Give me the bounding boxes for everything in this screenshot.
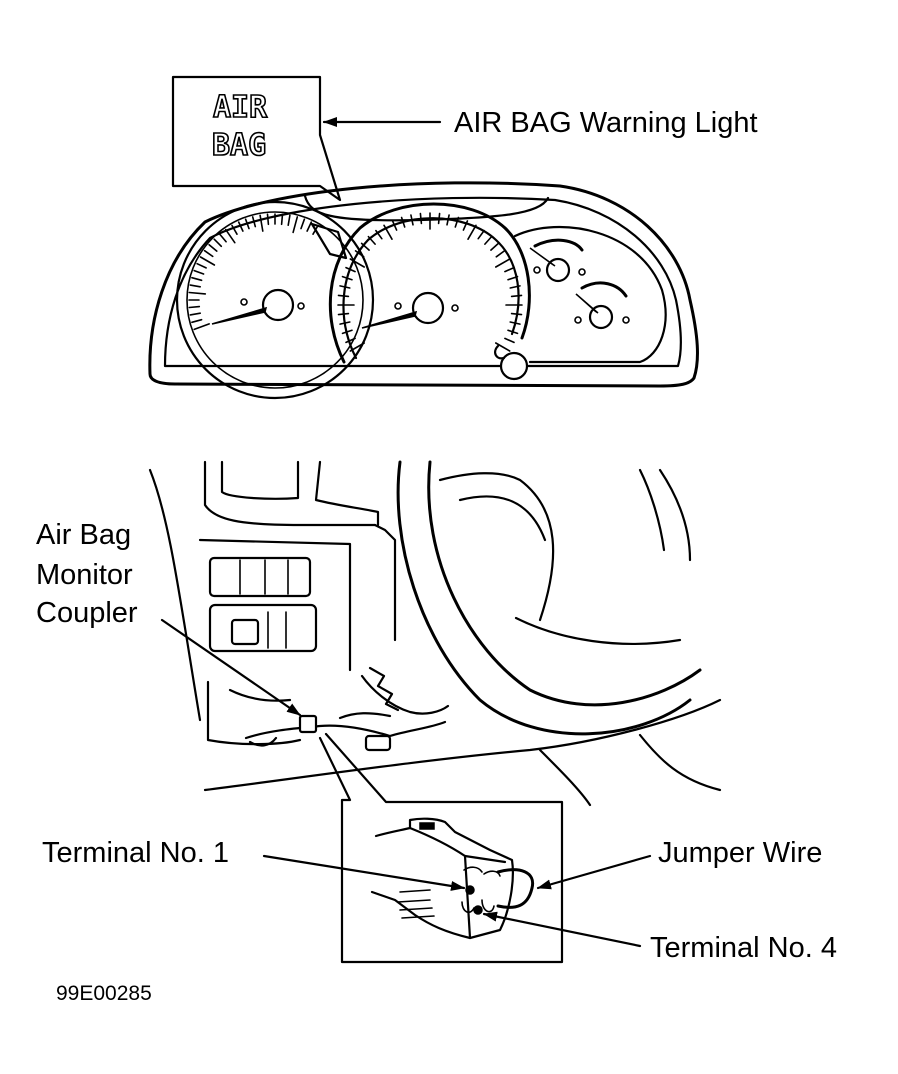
gauge-tick [477, 229, 485, 240]
gauge-tick [193, 323, 210, 331]
speedometer-gauge [328, 202, 531, 381]
lamp-text-bag: BAG [212, 128, 266, 163]
gauge-tick [208, 243, 218, 252]
gauge-tick [400, 216, 406, 228]
jumper-wire-arrow [536, 854, 652, 890]
label-terminal-4: Terminal No. 4 [650, 932, 837, 964]
gauge-tick [189, 284, 201, 288]
gauge-tick [266, 213, 270, 226]
gauge-tick [495, 250, 506, 258]
gauge-tick [345, 266, 356, 273]
gauge-tick [494, 342, 511, 352]
monitor-coupler-connector [370, 817, 535, 940]
label-coupler-line2: Monitor [36, 559, 133, 591]
steering-wheel [396, 460, 702, 736]
gauge-tick [462, 220, 469, 231]
label-coupler: Air Bag Monitor Coupler [36, 519, 138, 629]
gauge-tick [467, 224, 477, 240]
gauge-tick [360, 242, 370, 251]
gauge-tick [244, 218, 250, 230]
gauge-tick [391, 220, 398, 231]
gauge-tick [189, 312, 201, 316]
gauge-tick [218, 233, 227, 243]
tachometer-gauge [175, 200, 375, 400]
gauge-tick [341, 329, 353, 335]
gauge-tick [507, 275, 519, 281]
instrument-cluster [148, 181, 699, 400]
gauge-tick [188, 305, 201, 309]
gauge-tick [280, 213, 284, 226]
label-terminal-1: Terminal No. 1 [42, 837, 229, 869]
gauge-tick [419, 212, 423, 225]
gauge-tick [484, 235, 493, 245]
gauge-tick [339, 285, 351, 289]
gauge-tick [251, 216, 257, 228]
label-jumper-wire: Jumper Wire [658, 837, 822, 869]
gauge-tick [504, 266, 515, 273]
gauge-tick [203, 249, 214, 258]
gauge-tick [196, 262, 207, 269]
coupler-detail-box [318, 732, 564, 964]
gauge-tick [339, 321, 351, 325]
gauge-tick [337, 312, 350, 316]
gauge-tick [300, 218, 306, 230]
gauge-tick [191, 318, 203, 324]
wiring-harness [244, 666, 450, 752]
gauge-tick [510, 294, 523, 298]
gauge-tick [213, 238, 223, 248]
terminal-4-arrow [482, 911, 642, 948]
gauge-tick [341, 275, 353, 281]
gauge-tick [375, 229, 383, 240]
gauge-tick [287, 214, 291, 226]
gauge-tick [349, 342, 366, 352]
switch-panel [198, 538, 352, 672]
gauge-tick [410, 214, 414, 226]
coupler-arrow [160, 618, 302, 717]
gauge-tick [446, 214, 450, 226]
gauge-tick [349, 258, 366, 268]
gauge-tick [199, 256, 216, 266]
gauge-tick [367, 235, 376, 245]
gauge-tick [510, 312, 523, 316]
gauge-tick [188, 291, 207, 295]
gauge-tick [509, 321, 521, 325]
warning-lamp-callout: AIR BAG [171, 75, 342, 202]
gauge-tick [193, 269, 205, 275]
gauge-tick [509, 285, 521, 289]
label-coupler-line3: Coupler [36, 597, 138, 629]
dashboard-lower-view [148, 460, 722, 807]
gauge-tick [454, 216, 460, 228]
gauge-tick [292, 216, 299, 234]
gauge-tick [231, 224, 238, 235]
gauge-tick [191, 276, 203, 282]
gauge-tick [345, 337, 356, 344]
fuel-temp-gauges [513, 225, 667, 364]
terminal-1-arrow [262, 854, 466, 891]
gauge-tick [437, 212, 441, 225]
gauge-tick [504, 337, 515, 344]
gauge-tick [306, 221, 313, 232]
lamp-text-air: AIR [213, 90, 268, 125]
gauge-tick [337, 294, 350, 298]
gauge-tick [237, 221, 244, 232]
gauge-tick [490, 242, 500, 251]
gauge-tick [507, 329, 519, 335]
gauge-tick [259, 214, 264, 232]
label-warning-light: AIR BAG Warning Light [454, 107, 758, 139]
gauge-tick [354, 250, 365, 258]
gauge-tick [383, 224, 393, 240]
label-coupler-line1: Air Bag [36, 519, 131, 551]
gauge-tick [494, 258, 511, 268]
figure-code: 99E00285 [56, 982, 152, 1005]
gauge-tick [224, 228, 236, 244]
